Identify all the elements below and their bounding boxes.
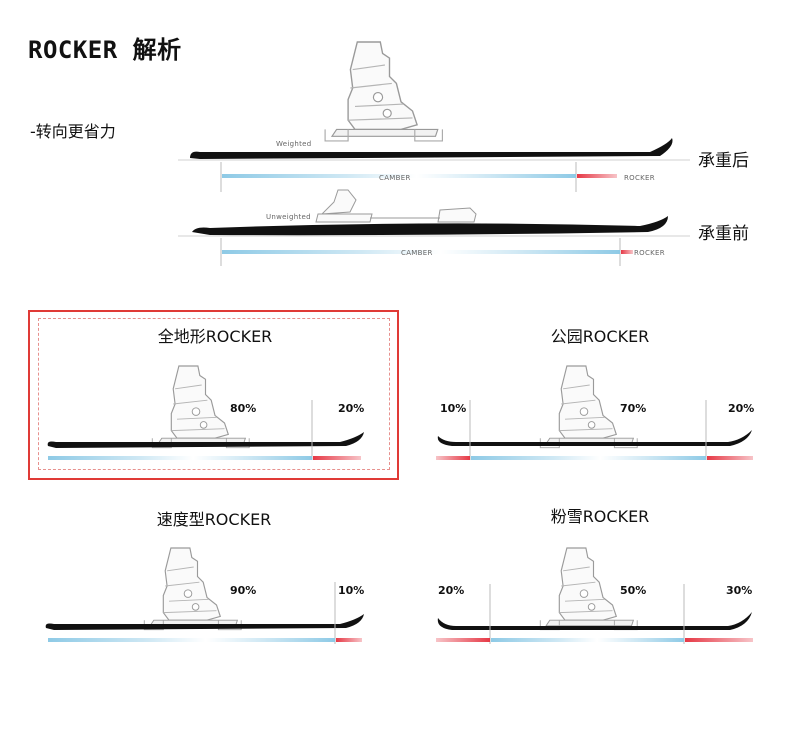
panel-all-terrain-camber-pct: 80% [230, 402, 257, 415]
panel-park-tip-pct: 20% [728, 402, 755, 415]
unweighted-ski-diagram [178, 189, 690, 266]
panel-powder-tip-pct: 30% [726, 584, 753, 597]
panel-powder-title: 粉雪ROCKER [550, 507, 650, 526]
panel-park-tail-pct: 10% [440, 402, 467, 415]
panel-all-terrain-rocker-pct: 20% [338, 402, 365, 415]
panel-speed-camber-pct: 90% [230, 584, 257, 597]
weighted-rocker-label: ROCKER [624, 174, 655, 182]
panel-powder-camber-pct: 50% [620, 584, 647, 597]
page-title: ROCKER 解析 [28, 36, 182, 64]
unweighted-rocker-label: ROCKER [634, 249, 665, 257]
weighted-state-label: 承重后 [698, 151, 749, 171]
unweighted-state-label: 承重前 [698, 224, 749, 244]
weighted-camber-label: CAMBER [379, 174, 411, 182]
highlight-dashed-border [38, 318, 390, 470]
weighted-ski-diagram [178, 41, 690, 192]
panel-speed-title: 速度型ROCKER [156, 510, 272, 529]
highlight-box [28, 310, 399, 480]
unweighted-tag: Unweighted [266, 213, 311, 221]
panel-park-title: 公园ROCKER [550, 327, 650, 346]
panel-speed-rocker-pct: 10% [338, 584, 365, 597]
subtitle: -转向更省力 [30, 122, 116, 141]
panel-park-camber-pct: 70% [620, 402, 647, 415]
weighted-tag: Weighted [276, 140, 312, 148]
panel-powder-tail-pct: 20% [438, 584, 465, 597]
unweighted-camber-label: CAMBER [401, 249, 433, 257]
panel-all-terrain-title: 全地形ROCKER [157, 327, 273, 346]
